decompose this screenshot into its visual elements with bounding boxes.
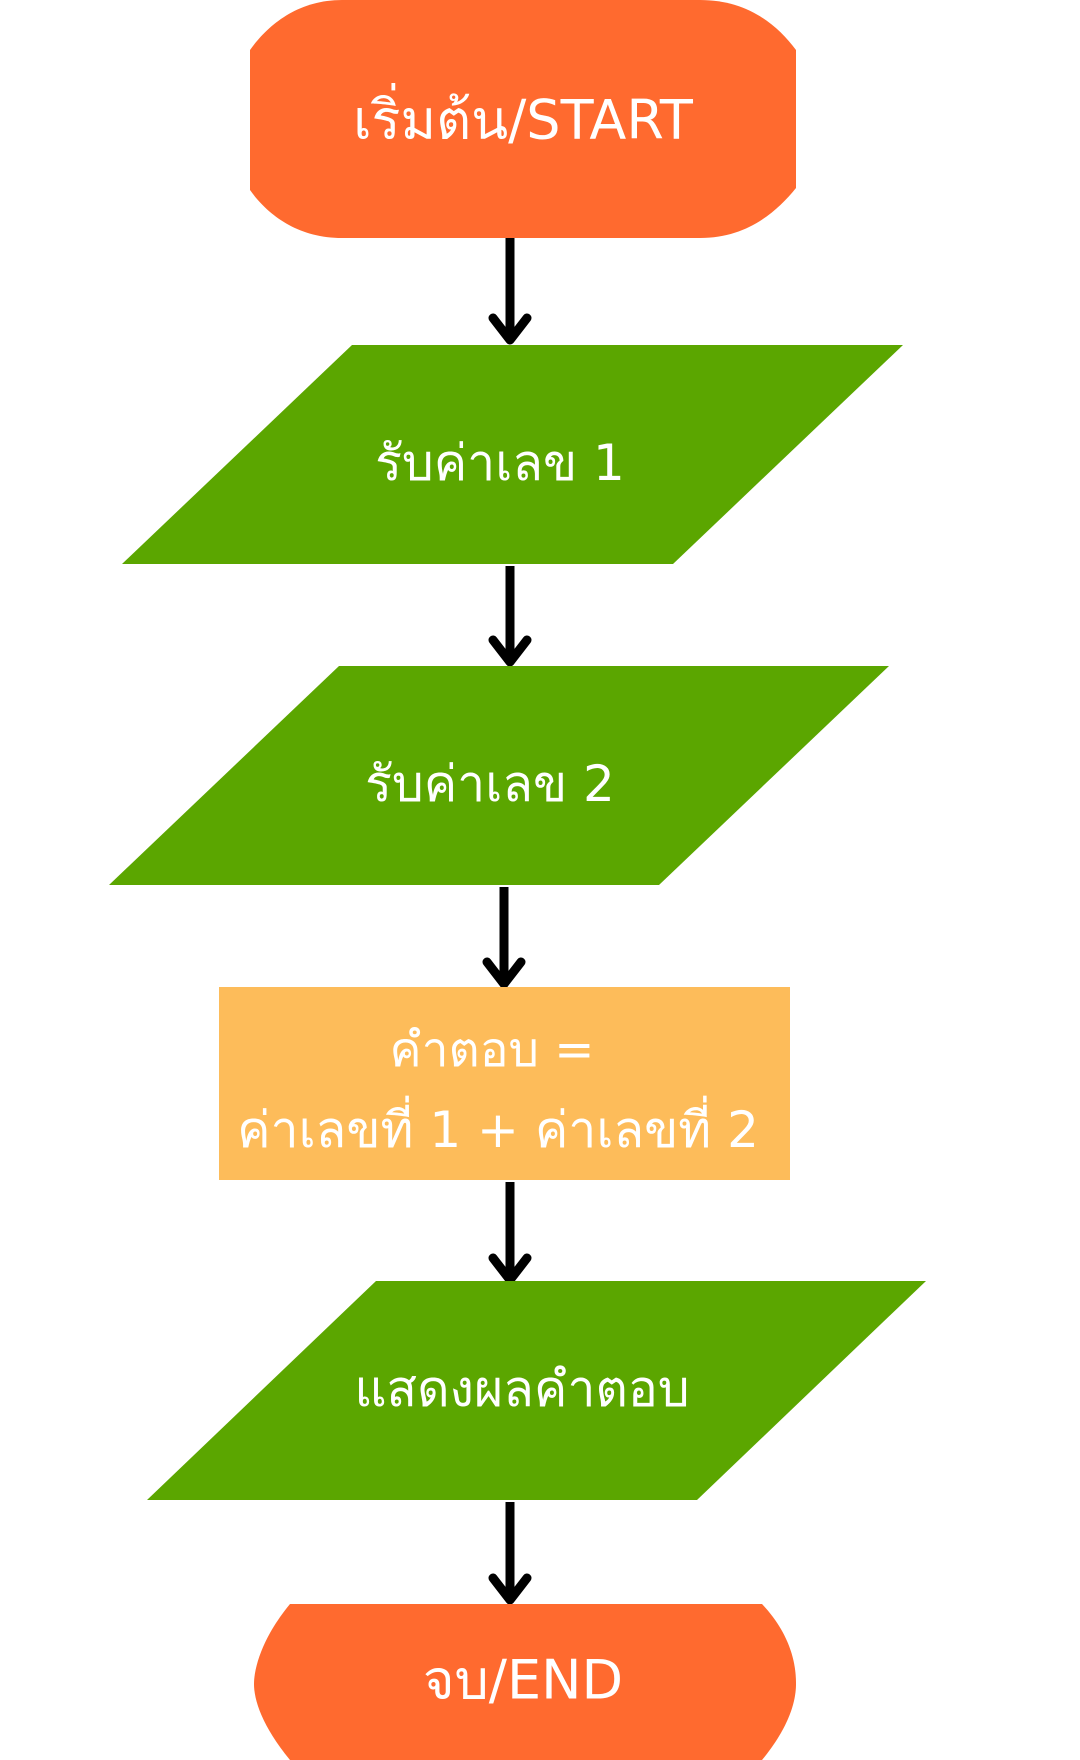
input2-node: รับค่าเลข 2 [109, 666, 889, 885]
end-label: จบ/END [423, 1649, 623, 1712]
arrow-head [488, 313, 532, 345]
end-node: จบ/END [254, 1604, 796, 1760]
arrow-head [488, 635, 532, 667]
start-shape [250, 0, 796, 238]
process-label-line1: คำตอบ = [389, 1022, 594, 1078]
input1-node: รับค่าเลข 1 [122, 345, 903, 564]
output-label: แสดงผลคำตอบ [354, 1360, 689, 1418]
arrow-head [488, 1573, 532, 1605]
end-shape [254, 1604, 796, 1760]
output-node: แสดงผลคำตอบ [147, 1281, 926, 1500]
arrow-head [482, 957, 526, 989]
arrow-process-to-output [488, 1182, 532, 1285]
start-node: เริ่มต้น/START [250, 0, 796, 238]
input2-label: รับค่าเลข 2 [365, 755, 615, 813]
input2-shape [109, 666, 889, 885]
arrow-input1-to-input2 [488, 566, 532, 667]
arrow-start-to-input1 [488, 238, 532, 345]
process-shape [219, 987, 790, 1180]
output-shape [147, 1281, 926, 1500]
process-node: คำตอบ = ค่าเลขที่ 1 + ค่าเลขที่ 2 [219, 987, 790, 1180]
process-label-line2: ค่าเลขที่ 1 + ค่าเลขที่ 2 [237, 1096, 759, 1159]
input1-shape [122, 345, 903, 564]
arrow-head [488, 1253, 532, 1285]
arrow-output-to-end [488, 1502, 532, 1605]
input1-label: รับค่าเลข 1 [375, 434, 625, 492]
arrow-input2-to-process [482, 887, 526, 989]
start-label: เริ่มต้น/START [353, 83, 694, 152]
